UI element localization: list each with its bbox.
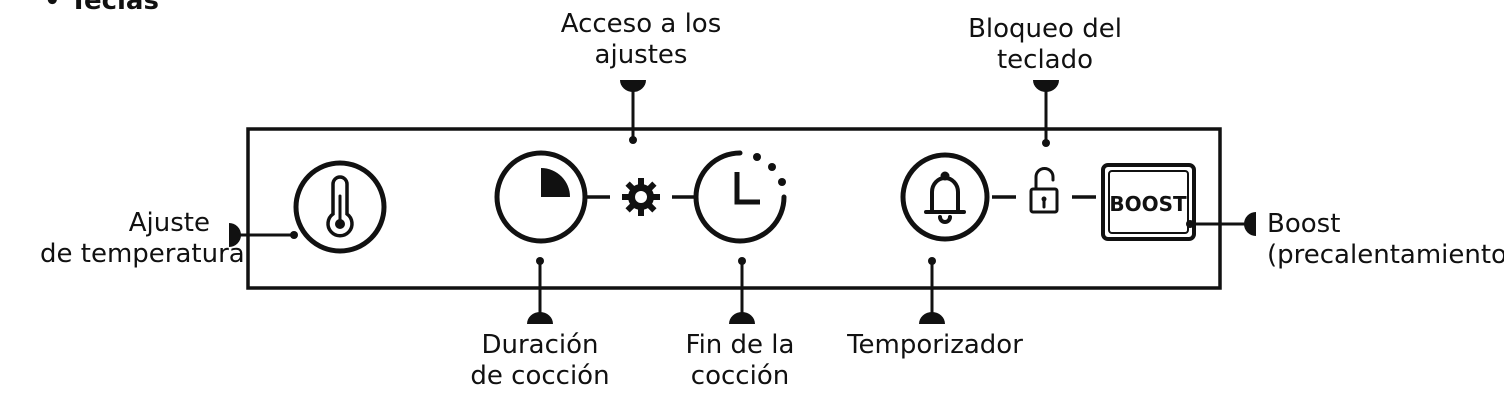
label-settings-access: Acceso a los ajustes (560, 9, 722, 70)
callout-ends (229, 80, 1256, 324)
gear-icon (622, 178, 660, 216)
control-panel-outline (246, 127, 1222, 290)
boost-key-label: BOOST (1109, 192, 1187, 216)
label-timer: Temporizador (847, 330, 1023, 360)
callout-leaders (237, 84, 1248, 318)
label-temperature-adjust: Ajuste de temperatura (40, 208, 245, 269)
end-of-cooking-key[interactable] (693, 150, 787, 244)
temperature-key[interactable] (293, 160, 387, 254)
duration-pie-icon (541, 168, 570, 197)
clock-end-dots (753, 153, 786, 186)
settings-key[interactable] (622, 178, 660, 216)
label-keyboard-lock: Bloqueo del teclado (968, 14, 1122, 75)
label-end-of-cooking: Fin de la cocción (685, 330, 795, 391)
duration-key[interactable] (494, 150, 588, 244)
clock-end-icon (693, 150, 787, 244)
timer-key[interactable] (900, 152, 990, 242)
keyboard-lock-key[interactable] (1029, 167, 1059, 214)
bullet-icon: • (44, 0, 61, 16)
label-cooking-duration: Duración de cocción (470, 330, 610, 391)
label-boost-preheat: Boost (precalentamiento) (1267, 209, 1504, 270)
section-title: Teclas (69, 0, 159, 16)
clock-hands (734, 172, 760, 205)
boost-key[interactable] (1101, 163, 1196, 241)
thermometer-icon (326, 175, 354, 238)
padlock-icon (1029, 167, 1059, 214)
bell-icon (924, 171, 966, 224)
section-heading: • Teclas (44, 0, 159, 17)
